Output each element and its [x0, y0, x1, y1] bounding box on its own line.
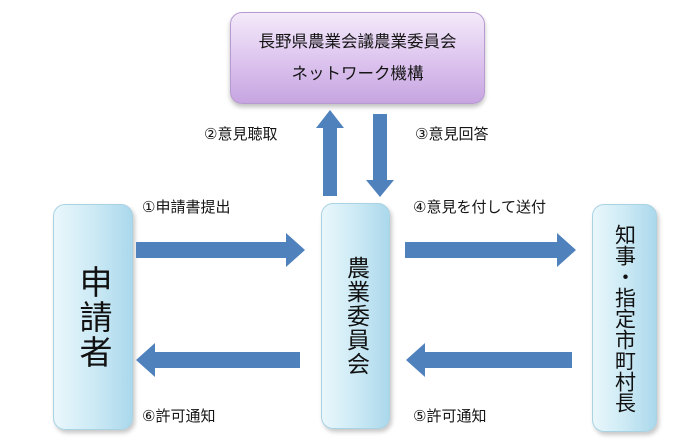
network-name-line2: ネットワーク機構 [291, 64, 424, 83]
governor-mayor-box: 知事・指定市町村長 [592, 204, 657, 432]
agricultural-committee-label: 農業委員会 [342, 256, 369, 376]
arrow-right-application [136, 233, 305, 267]
applicant-label: 申請者 [74, 264, 113, 370]
step5-permission-notice-label: ⑤許可通知 [413, 407, 487, 425]
arrow-up-consultation [316, 110, 344, 196]
arrow-left-permission-notice-committee [406, 343, 572, 377]
step4-forward-label: ④意見を付して送付 [413, 198, 546, 216]
step1-application-label: ①申請書提出 [142, 198, 231, 216]
arrow-right-forward [405, 233, 576, 267]
step6-permission-notice-label: ⑥許可通知 [142, 407, 216, 425]
arrow-down-response [366, 114, 394, 197]
network-organization-box: 長野県農業会議農業委員会 ネットワーク機構 [230, 12, 485, 104]
agricultural-committee-box: 農業委員会 [321, 203, 390, 429]
step3-response-label: ③意見回答 [415, 125, 489, 143]
arrow-left-permission-notice-applicant [136, 343, 300, 377]
step2-consultation-label: ②意見聴取 [204, 125, 278, 143]
network-name-line1: 長野県農業会議農業委員会 [258, 32, 457, 51]
applicant-box: 申請者 [53, 204, 133, 430]
governor-mayor-label: 知事・指定市町村長 [612, 223, 637, 413]
